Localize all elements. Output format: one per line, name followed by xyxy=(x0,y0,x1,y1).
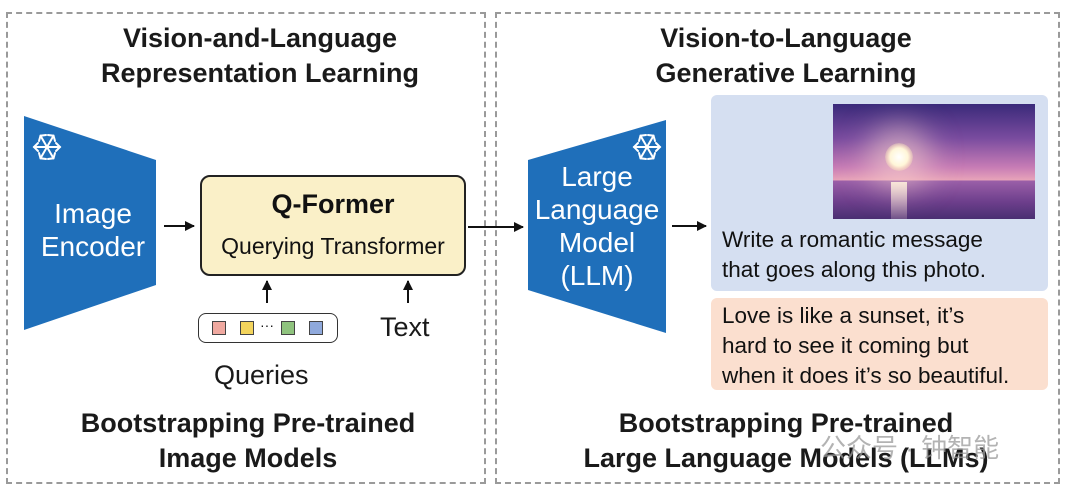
right-panel xyxy=(495,12,1060,484)
right-heading-line: Generative Learning xyxy=(655,58,917,88)
llm-shape xyxy=(528,120,666,333)
watermark: 公众号 · 钟智能 xyxy=(820,433,1000,463)
query-token xyxy=(212,321,226,335)
image-encoder-shape xyxy=(24,116,156,330)
image-encoder-label: Image Encoder xyxy=(24,197,162,263)
response-text: Love is like a sunset, it’s hard to see … xyxy=(722,301,1009,391)
left-heading: Vision-and-Language Representation Learn… xyxy=(40,21,480,91)
qformer-box: Q-Former Querying Transformer xyxy=(200,175,466,276)
left-panel xyxy=(6,12,486,484)
left-footer-line: Bootstrapping Pre-trained xyxy=(80,408,416,438)
image-encoder-label-line: Encoder xyxy=(40,231,146,262)
query-token xyxy=(240,321,254,335)
qformer-subtitle: Querying Transformer xyxy=(221,233,445,259)
right-heading-line: Vision-to-Language xyxy=(660,23,912,53)
queries-label: Queries xyxy=(214,360,309,390)
prompt-text: Write a romantic message that goes along… xyxy=(722,225,986,285)
right-footer-line: Large Language Models (LLMs) xyxy=(583,443,989,473)
sunset-photo xyxy=(833,104,1035,219)
prompt-line: Write a romantic message xyxy=(722,227,983,252)
text-label: Text xyxy=(380,312,430,342)
llm-label-line: Model xyxy=(558,227,636,258)
llm-label: Large Language Model (LLM) xyxy=(528,160,666,292)
right-footer-line: Bootstrapping Pre-trained xyxy=(618,408,954,438)
response-line: when it does it’s so beautiful. xyxy=(722,363,1010,388)
query-token xyxy=(309,321,323,335)
right-footer: Bootstrapping Pre-trained Large Language… xyxy=(566,406,1006,476)
prompt-line: that goes along this photo. xyxy=(722,257,986,282)
left-footer-line: Image Models xyxy=(158,443,338,473)
snowflake-icon xyxy=(32,134,62,160)
left-footer: Bootstrapping Pre-trained Image Models xyxy=(28,406,468,476)
query-token xyxy=(281,321,295,335)
llm-label-line: Language xyxy=(534,194,660,225)
sun-icon xyxy=(885,143,913,171)
snowflake-icon xyxy=(632,134,662,160)
sun-reflection xyxy=(891,182,907,219)
left-heading-line: Representation Learning xyxy=(100,58,420,88)
right-heading: Vision-to-Language Generative Learning xyxy=(566,21,1006,91)
response-line: Love is like a sunset, it’s xyxy=(722,303,965,328)
llm-label-line: (LLM) xyxy=(560,260,634,291)
response-box xyxy=(711,298,1048,390)
llm-label-line: Large xyxy=(561,161,633,192)
queries-ellipsis: ··· xyxy=(260,317,274,333)
left-heading-line: Vision-and-Language xyxy=(122,23,398,53)
queries-box: ··· xyxy=(198,313,338,343)
response-line: hard to see it coming but xyxy=(722,333,969,358)
qformer-title: Q-Former xyxy=(271,189,395,219)
image-encoder-label-line: Image xyxy=(54,198,132,229)
